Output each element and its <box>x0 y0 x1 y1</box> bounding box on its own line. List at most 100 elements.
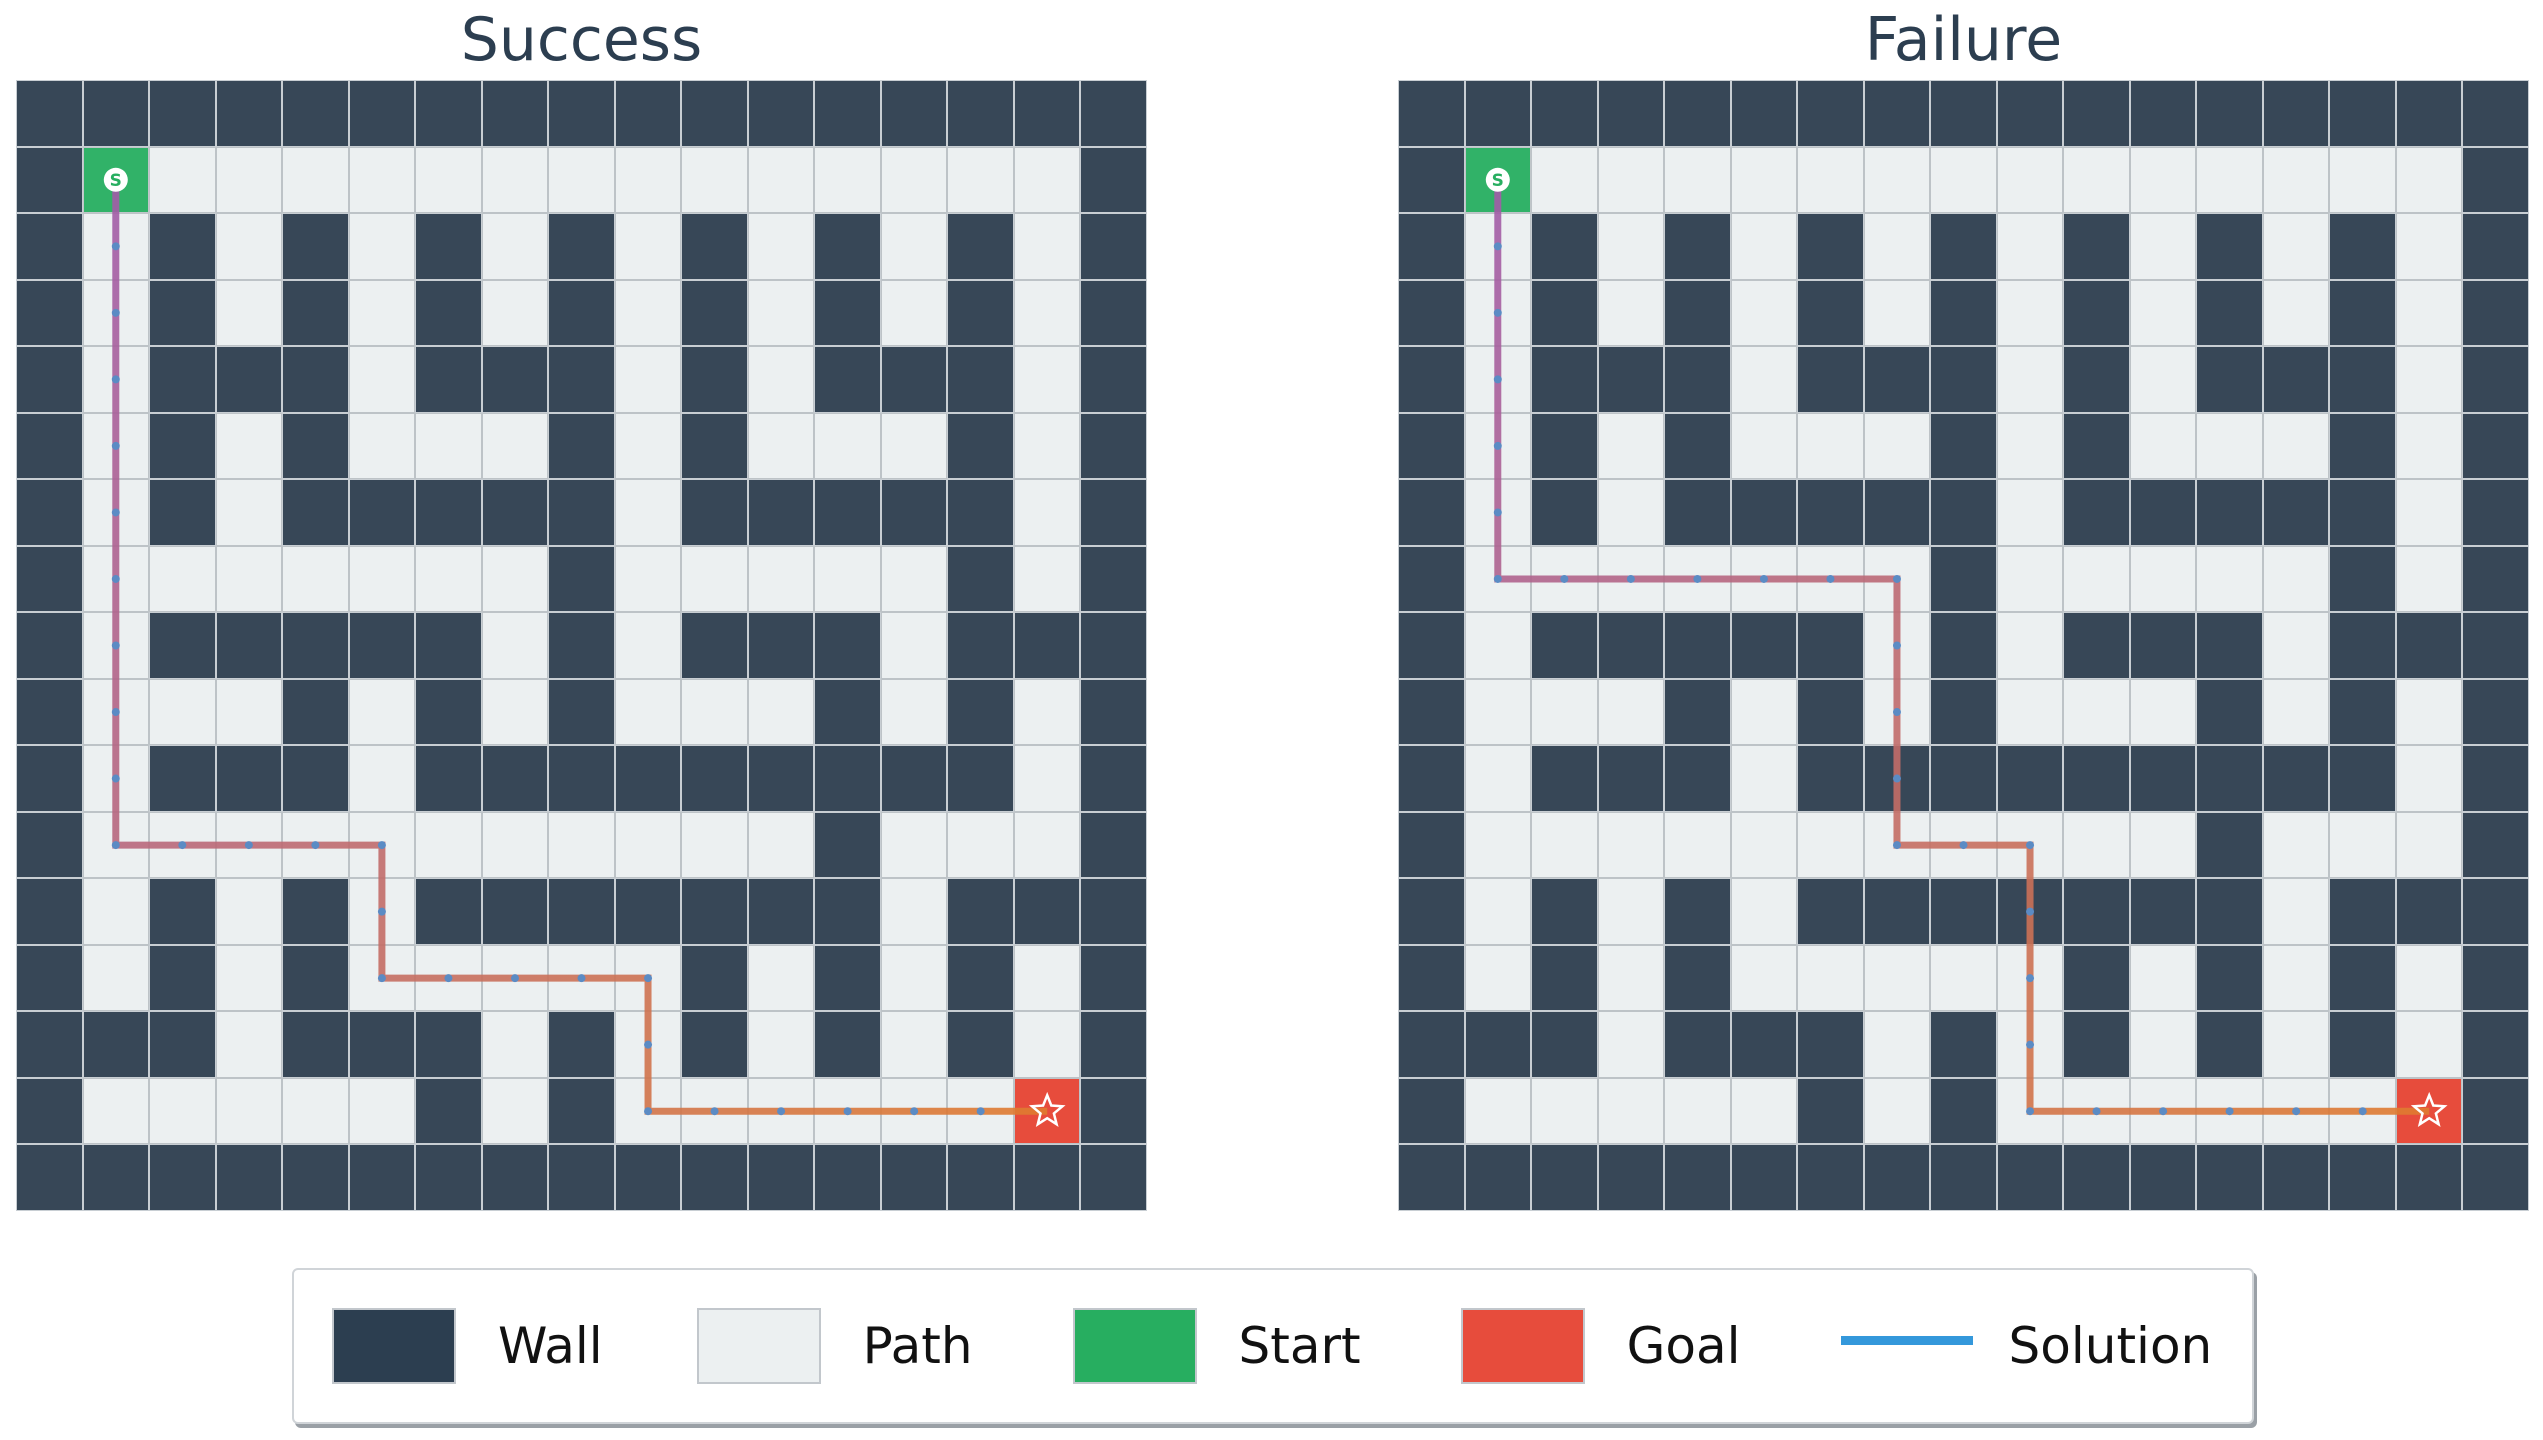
maze-cell-wall <box>1398 213 1465 280</box>
maze-cell-start <box>1464 146 1532 214</box>
maze-cell-wall <box>16 412 83 480</box>
maze-cell-wall <box>880 80 948 147</box>
maze-cell-path <box>2196 412 2263 480</box>
maze-cell-wall <box>548 545 615 613</box>
maze-cell-path <box>2063 545 2130 613</box>
maze-cell-wall <box>215 612 283 679</box>
maze-cell-path <box>2196 545 2263 613</box>
maze-cell-wall <box>16 811 83 879</box>
maze-cell-path <box>82 1077 150 1145</box>
maze-cell-wall <box>1930 1077 1997 1145</box>
maze-cell-path <box>215 213 283 280</box>
maze-cell-wall <box>1863 878 1931 945</box>
maze-cell-wall <box>1863 346 1931 413</box>
maze-cell-wall <box>415 878 482 945</box>
maze-cell-wall <box>2329 545 2396 613</box>
maze-cell-wall <box>149 878 216 945</box>
maze-cell-wall <box>947 346 1014 413</box>
maze-cell-wall <box>1080 412 1147 480</box>
maze-cell-goal <box>1013 1077 1081 1145</box>
maze-cell-path <box>814 1077 881 1145</box>
maze-cell-path <box>149 1077 216 1145</box>
maze-cell-wall <box>2262 80 2330 147</box>
maze-cell-wall <box>1797 1011 1864 1078</box>
maze-cell-wall <box>2196 811 2263 879</box>
maze-cell-path <box>747 811 815 879</box>
maze-cell-path <box>747 346 815 413</box>
maze-cell-path <box>1996 545 2064 613</box>
maze-cell-path <box>1597 678 1665 746</box>
maze-cell-wall <box>16 1144 83 1211</box>
maze-cell-wall <box>1664 1144 1731 1211</box>
maze-cell-path <box>1863 545 1931 613</box>
maze-cell-wall <box>2462 1077 2529 1145</box>
maze-cell-wall <box>1863 1144 1931 1211</box>
maze-cell-path <box>2063 811 2130 879</box>
maze-cell-path <box>1464 213 1532 280</box>
maze-cell-path <box>1730 412 1798 480</box>
maze-cell-path <box>1730 213 1798 280</box>
maze-cell-wall <box>1080 479 1147 546</box>
maze-cell-wall <box>215 1144 283 1211</box>
maze-cell-wall <box>2063 213 2130 280</box>
maze-cell-wall <box>2196 213 2263 280</box>
maze-cell-wall <box>2063 279 2130 347</box>
maze-cell-wall <box>1531 80 1598 147</box>
maze-cell-wall <box>2329 213 2396 280</box>
maze-cell-path <box>2395 545 2463 613</box>
maze-cell-path <box>2329 146 2396 214</box>
maze-cell-path <box>548 944 615 1012</box>
maze-cell-path <box>2262 811 2330 879</box>
maze-cell-wall <box>1398 545 1465 613</box>
maze-cell-wall <box>2329 346 2396 413</box>
maze-cell-wall <box>82 1144 150 1211</box>
maze-cell-path <box>2262 279 2330 347</box>
maze-cell-wall <box>681 1011 748 1078</box>
maze-cell-wall <box>681 279 748 347</box>
maze-cell-path <box>2395 213 2463 280</box>
maze-cell-path <box>1597 479 1665 546</box>
maze-cell-wall <box>681 80 748 147</box>
maze-cell-path <box>2129 146 2197 214</box>
maze-cell-path <box>614 612 682 679</box>
maze-cell-wall <box>1930 1011 1997 1078</box>
maze-cell-wall <box>747 878 815 945</box>
maze-cell-wall <box>1996 1144 2064 1211</box>
maze-cell-wall <box>215 346 283 413</box>
maze-cell-path <box>1863 678 1931 746</box>
legend-item-wall: Wall <box>332 1308 603 1384</box>
maze-cell-path <box>1597 944 1665 1012</box>
maze-cell-wall <box>880 346 948 413</box>
maze-cell-path <box>348 412 416 480</box>
maze-cell-path <box>82 811 150 879</box>
maze-cell-wall <box>282 878 349 945</box>
maze-cell-path <box>1664 811 1731 879</box>
maze-cell-wall <box>814 811 881 879</box>
maze-cell-wall <box>747 80 815 147</box>
maze-cell-wall <box>1664 878 1731 945</box>
maze-cell-wall <box>947 80 1014 147</box>
maze-cell-wall <box>2329 412 2396 480</box>
maze-cell-path <box>2329 1077 2396 1145</box>
maze-cell-wall <box>614 80 682 147</box>
maze-cell-wall <box>2462 412 2529 480</box>
maze-cell-wall <box>2462 612 2529 679</box>
maze-cell-wall <box>747 479 815 546</box>
maze-cell-wall <box>2063 1011 2130 1078</box>
maze-cell-path <box>614 678 682 746</box>
maze-cell-wall <box>2395 1144 2463 1211</box>
maze-cell-path <box>282 146 349 214</box>
maze-cell-path <box>2262 1077 2330 1145</box>
maze-cell-path <box>2262 545 2330 613</box>
maze-cell-wall <box>548 412 615 480</box>
maze-cell-wall <box>415 745 482 812</box>
maze-cell-path <box>614 545 682 613</box>
maze-cell-wall <box>1664 678 1731 746</box>
legend-label: Solution <box>2008 1317 2213 1375</box>
maze-cell-wall <box>149 1144 216 1211</box>
maze-cell-wall <box>149 479 216 546</box>
maze-cell-path <box>481 944 549 1012</box>
maze-cell-path <box>481 1011 549 1078</box>
maze-cell-wall <box>681 213 748 280</box>
maze-failure: S <box>1398 80 2529 1211</box>
